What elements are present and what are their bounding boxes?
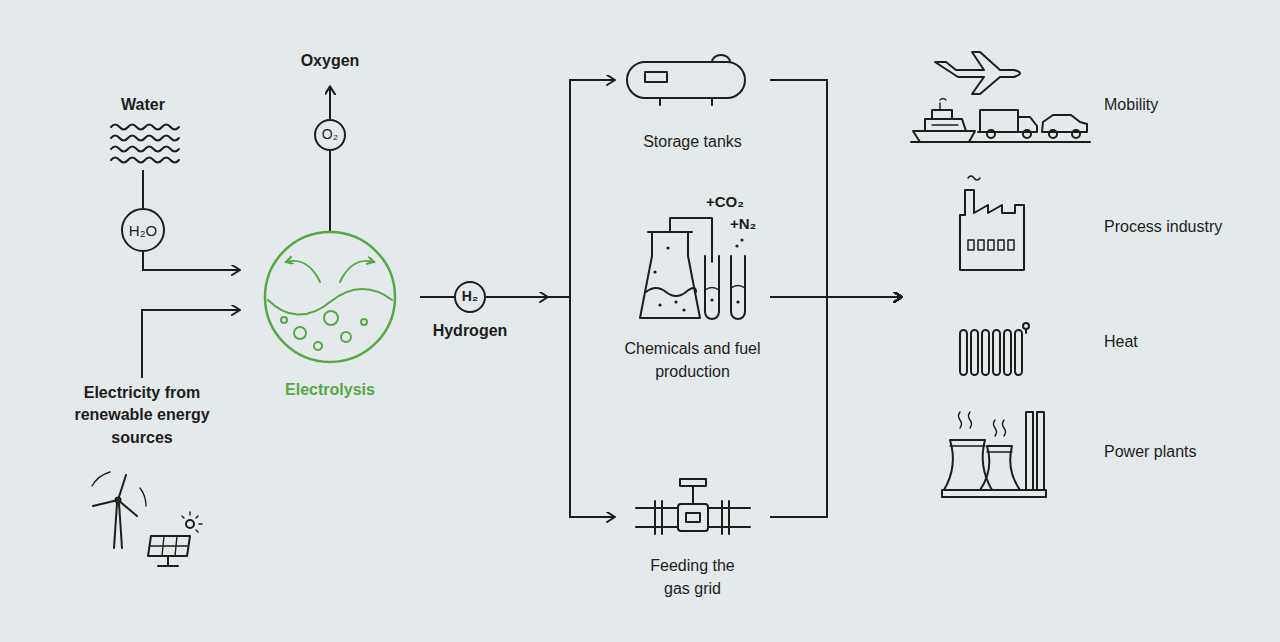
- node-label: Chemicals and fuel production: [615, 338, 770, 383]
- factory-icon: [960, 176, 1024, 270]
- flow-connector: [329, 86, 331, 119]
- flow-connector: [770, 297, 902, 517]
- flow-connector: [770, 80, 902, 297]
- electrolysis-icon: [268, 261, 392, 350]
- chemical-formula: +CO₂: [706, 193, 744, 211]
- node-label: H₂O: [129, 220, 157, 241]
- process-circle: Electrolysis: [240, 231, 420, 363]
- flow-connector: [770, 80, 902, 297]
- use-item: Power plants: [902, 405, 1272, 500]
- node-outline: [240, 231, 420, 363]
- node-label: Oxygen: [301, 50, 360, 72]
- node-heading: Electrolysis: [260, 379, 400, 401]
- flow-connector: [142, 310, 240, 378]
- node-label: Storage tanks: [643, 131, 742, 153]
- chemical-formula: +N₂: [730, 215, 756, 233]
- node-label: H₂: [462, 287, 478, 307]
- node-circle: [265, 232, 395, 362]
- node-circle: [122, 209, 164, 251]
- formula-circle: H₂O: [121, 208, 165, 252]
- path-box: Chemicals and fuel production: [548, 180, 770, 385]
- node-circle: [315, 120, 345, 150]
- water-waves: [111, 125, 179, 163]
- flow-connector: [770, 80, 902, 297]
- formula-circle: H₂Hydrogen: [454, 281, 486, 313]
- node-circle: [455, 282, 485, 312]
- node-label: Heat: [1104, 331, 1138, 353]
- flow-connector: [770, 297, 902, 517]
- source-label: Water: [98, 94, 188, 170]
- output-label: Oxygen: [285, 50, 375, 86]
- flow-connector: [420, 296, 454, 298]
- node-label: Process industry: [1104, 216, 1222, 238]
- node-label: Electricity from renewable energy source…: [52, 382, 232, 449]
- flow-connector: [142, 170, 144, 208]
- use-item: Mobility: [902, 60, 1272, 150]
- flow-connector: [770, 297, 902, 517]
- formula-circle: O₂: [314, 119, 346, 151]
- flow-connector: [770, 297, 902, 517]
- node-label: Power plants: [1104, 441, 1197, 463]
- storage-tank-icon: [627, 55, 745, 105]
- mobility-icons: [911, 52, 1090, 142]
- flow-connector: [143, 252, 240, 270]
- source-label: Electricity from renewable energy source…: [52, 378, 232, 449]
- chemistry-icon: [640, 218, 745, 319]
- use-item: Process industry: [902, 180, 1272, 275]
- node-label: Mobility: [1104, 94, 1158, 116]
- flow-connector: [329, 151, 331, 231]
- wind-turbine-icon: [92, 472, 146, 548]
- flow-connector: [770, 80, 902, 297]
- path-box: Storage tanks: [615, 50, 770, 155]
- power-plant-icon: [942, 412, 1046, 497]
- node-label: Water: [121, 94, 165, 116]
- use-item: Heat: [902, 310, 1272, 375]
- flow-connector: [486, 80, 615, 297]
- path-box: Feeding the gas grid: [615, 470, 770, 602]
- node-label: Feeding the gas grid: [638, 555, 748, 600]
- solar-panel-icon: [148, 512, 202, 566]
- radiator-icon: [960, 323, 1029, 375]
- gas-pipe-valve-icon: [636, 479, 750, 534]
- node-label: O₂: [322, 125, 338, 145]
- node-heading: Hydrogen: [415, 320, 525, 342]
